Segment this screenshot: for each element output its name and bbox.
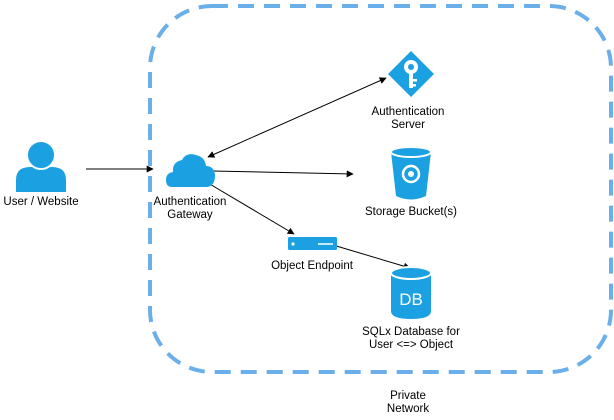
database-label-line1: SQLx Database for [362,326,460,338]
endpoint-label: Object Endpoint [262,260,362,273]
edge-gateway-auth-server [207,77,387,158]
private-network-label-line1: Private [390,390,426,402]
private-network-label-line2: Network [386,403,430,415]
database-icon: DB [390,266,432,319]
gateway-label-line1: Authentication [153,196,227,208]
edge-gateway-to-storage [211,170,354,178]
private-network-label: Private Network [368,390,448,416]
database-icon-text: DB [399,290,423,309]
user-icon [16,140,66,192]
endpoint-label-text: Object Endpoint [271,260,353,272]
user-label-text: User / Website [3,196,79,208]
auth-server-label: Authentication Server [358,106,458,132]
edge-endpoint-to-database [332,244,411,270]
private-network-boundary [148,4,613,374]
auth-server-label-line2: Server [391,119,425,131]
user-label: User / Website [0,196,82,209]
key-icon [388,51,434,97]
database-label-line2: User <=> Object [368,339,454,351]
database-label: SQLx Database for User <=> Object [346,326,476,352]
gateway-label: Authentication Gateway [140,196,240,222]
storage-label: Storage Bucket(s) [354,206,468,219]
storage-label-text: Storage Bucket(s) [364,206,458,218]
auth-server-label-line1: Authentication [371,106,445,118]
server-icon [288,237,337,250]
bucket-icon [390,146,432,200]
edge-gateway-to-endpoint [207,182,295,235]
cloud-icon [166,154,215,187]
gateway-label-line2: Gateway [167,209,213,221]
